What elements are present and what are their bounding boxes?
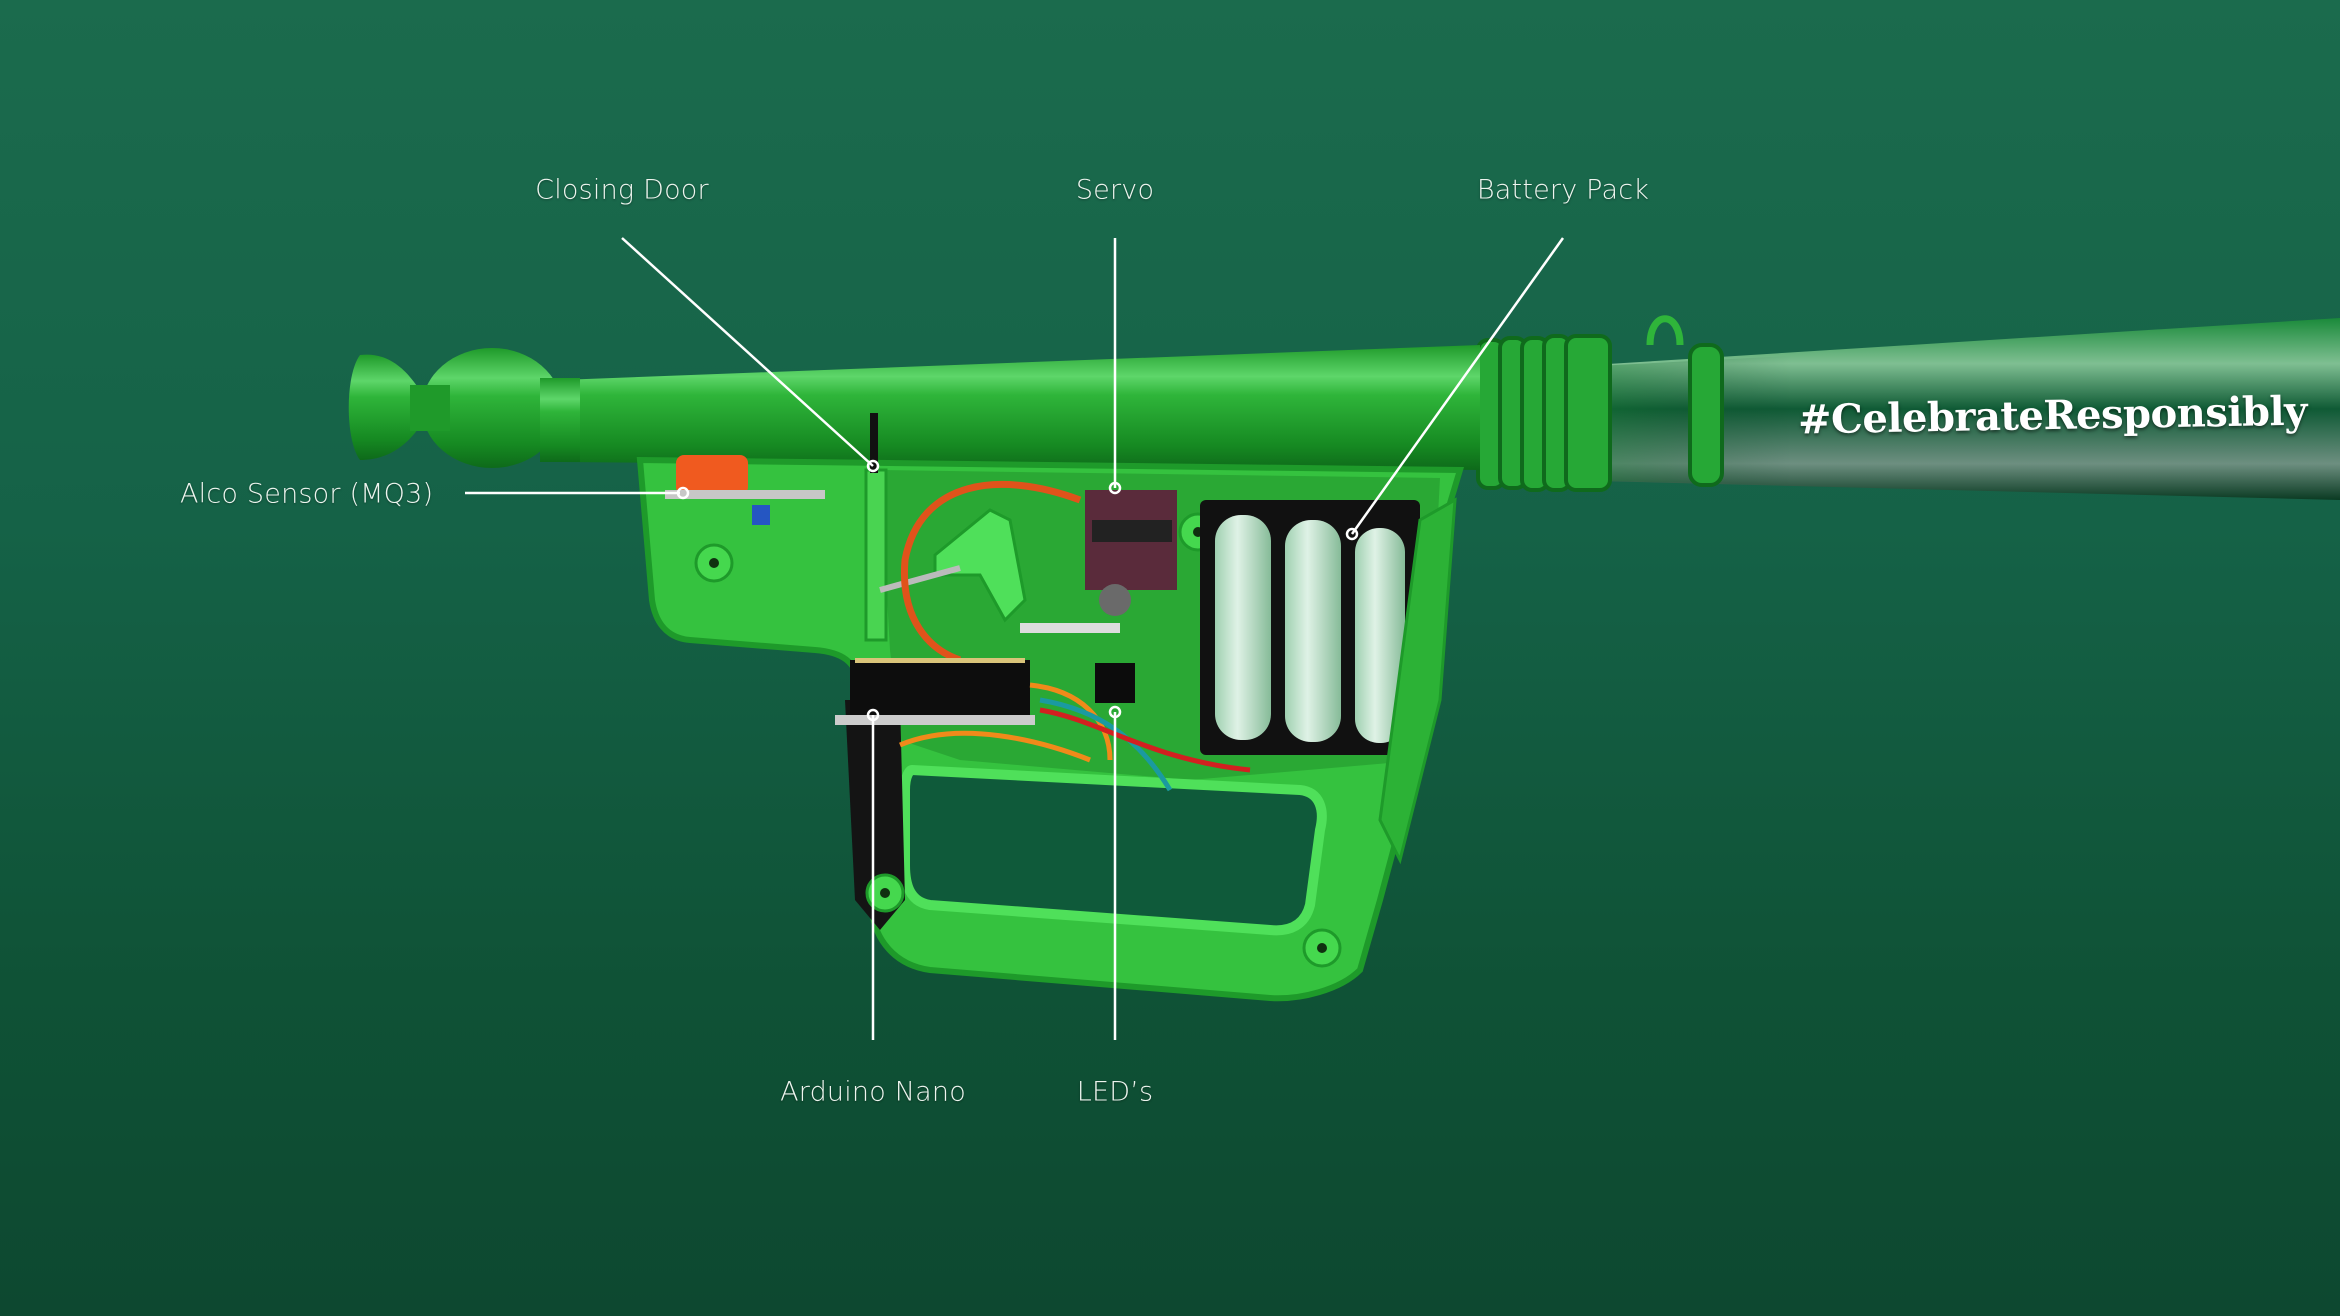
led-module <box>1095 663 1135 703</box>
arduino-nano <box>850 660 1030 720</box>
label-alco-sensor: Alco Sensor (MQ3) <box>180 478 434 510</box>
grip-hole <box>900 764 1327 936</box>
callout-line-battery-pack <box>1350 237 1565 535</box>
callout-dots <box>676 459 1359 722</box>
callout-lines <box>465 237 1565 1040</box>
label-arduino-nano: Arduino Nano <box>780 1076 966 1108</box>
barrel <box>560 345 1480 470</box>
callout-line-closing-door <box>621 237 874 467</box>
mq3-sensor <box>676 455 748 495</box>
closing-door <box>864 468 888 642</box>
label-battery-pack: Battery Pack <box>1476 174 1650 206</box>
label-servo: Servo <box>1075 174 1155 206</box>
hashtag-text: #CelebrateResponsibly <box>1797 387 2308 444</box>
label-closing-door: Closing Door <box>535 174 709 206</box>
label-leds: LED’s <box>1076 1076 1154 1108</box>
